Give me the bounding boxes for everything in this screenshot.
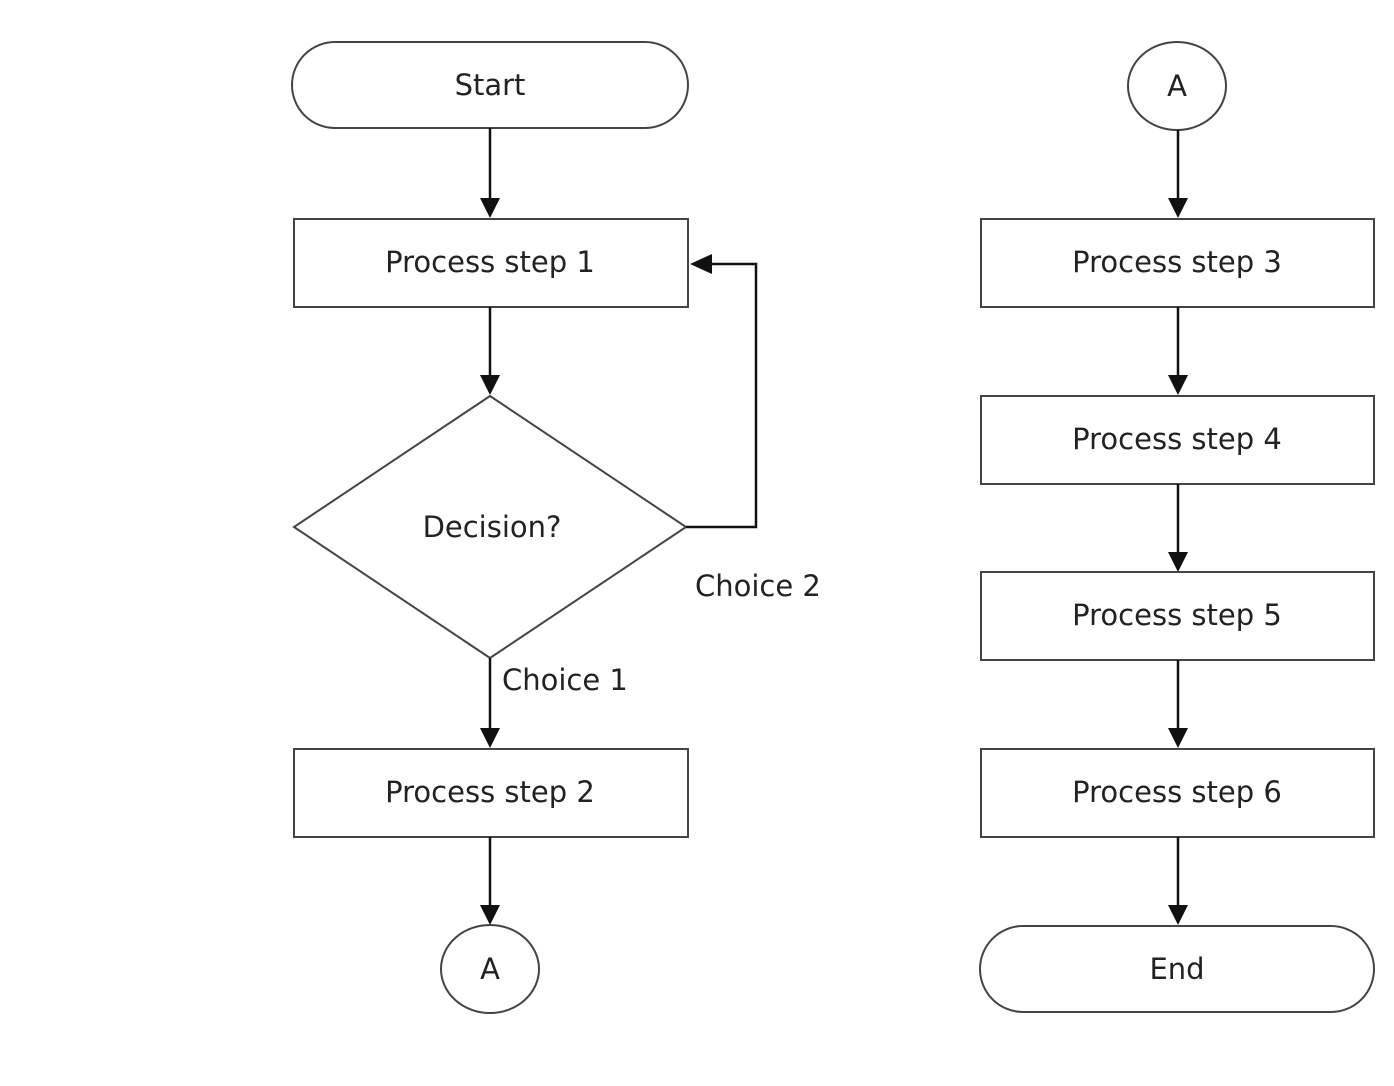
choice-2-label: Choice 2 bbox=[695, 569, 821, 603]
edge-step2-connector bbox=[480, 837, 500, 925]
edge-step5-step6 bbox=[1168, 660, 1188, 748]
edge-decision-step2 bbox=[480, 658, 500, 748]
process-step-3-label: Process step 3 bbox=[1072, 245, 1282, 279]
edge-start-step1 bbox=[480, 128, 500, 218]
process-step-5-label: Process step 5 bbox=[1072, 598, 1282, 632]
arrowhead bbox=[1168, 905, 1188, 925]
arrowhead bbox=[1168, 375, 1188, 395]
connector-a-in: A bbox=[1127, 41, 1227, 131]
process-step-1: Process step 1 bbox=[293, 218, 689, 308]
process-step-2-box bbox=[293, 748, 689, 838]
edge-connector-step3 bbox=[1168, 130, 1188, 218]
edge-step1-decision bbox=[480, 307, 500, 395]
end-shape bbox=[979, 925, 1375, 1013]
process-step-4-label: Process step 4 bbox=[1072, 422, 1282, 456]
arrowhead bbox=[480, 198, 500, 218]
arrowhead bbox=[480, 375, 500, 395]
process-step-3-box bbox=[980, 218, 1375, 308]
arrowhead bbox=[1168, 552, 1188, 572]
decision-node: Decision? bbox=[292, 394, 688, 660]
start-terminator: Start bbox=[291, 41, 689, 129]
edge-step3-step4 bbox=[1168, 307, 1188, 395]
process-step-1-box bbox=[293, 218, 689, 308]
arrowhead bbox=[1168, 198, 1188, 218]
process-step-4-box bbox=[980, 395, 1375, 485]
edge-decision-step1 bbox=[686, 254, 758, 529]
connector-a-out: A bbox=[440, 924, 540, 1014]
process-step-6: Process step 6 bbox=[980, 748, 1375, 838]
process-step-4: Process step 4 bbox=[980, 395, 1375, 485]
edge-step4-step5 bbox=[1168, 484, 1188, 572]
edge-step6-end bbox=[1168, 837, 1188, 925]
process-step-2-label: Process step 2 bbox=[385, 775, 595, 809]
process-step-6-label: Process step 6 bbox=[1072, 775, 1282, 809]
process-step-6-box bbox=[980, 748, 1375, 838]
process-step-2: Process step 2 bbox=[293, 748, 689, 838]
arrowhead bbox=[1168, 728, 1188, 748]
decision-label: Decision? bbox=[423, 510, 562, 544]
choice-1-label: Choice 1 bbox=[502, 663, 628, 697]
process-step-1-label: Process step 1 bbox=[385, 245, 595, 279]
process-step-5: Process step 5 bbox=[980, 571, 1375, 661]
connector-a-out-label: A bbox=[480, 952, 500, 986]
process-step-3: Process step 3 bbox=[980, 218, 1375, 308]
arrowhead bbox=[480, 728, 500, 748]
connector-a-in-label: A bbox=[1167, 69, 1187, 103]
edge-line bbox=[686, 262, 758, 529]
start-label: Start bbox=[455, 68, 526, 102]
arrowhead bbox=[690, 254, 712, 274]
connector-a-out-circle bbox=[440, 924, 540, 1014]
process-step-5-box bbox=[980, 571, 1375, 661]
end-label: End bbox=[1149, 952, 1204, 986]
end-terminator: End bbox=[979, 925, 1375, 1013]
arrowhead bbox=[480, 905, 500, 925]
